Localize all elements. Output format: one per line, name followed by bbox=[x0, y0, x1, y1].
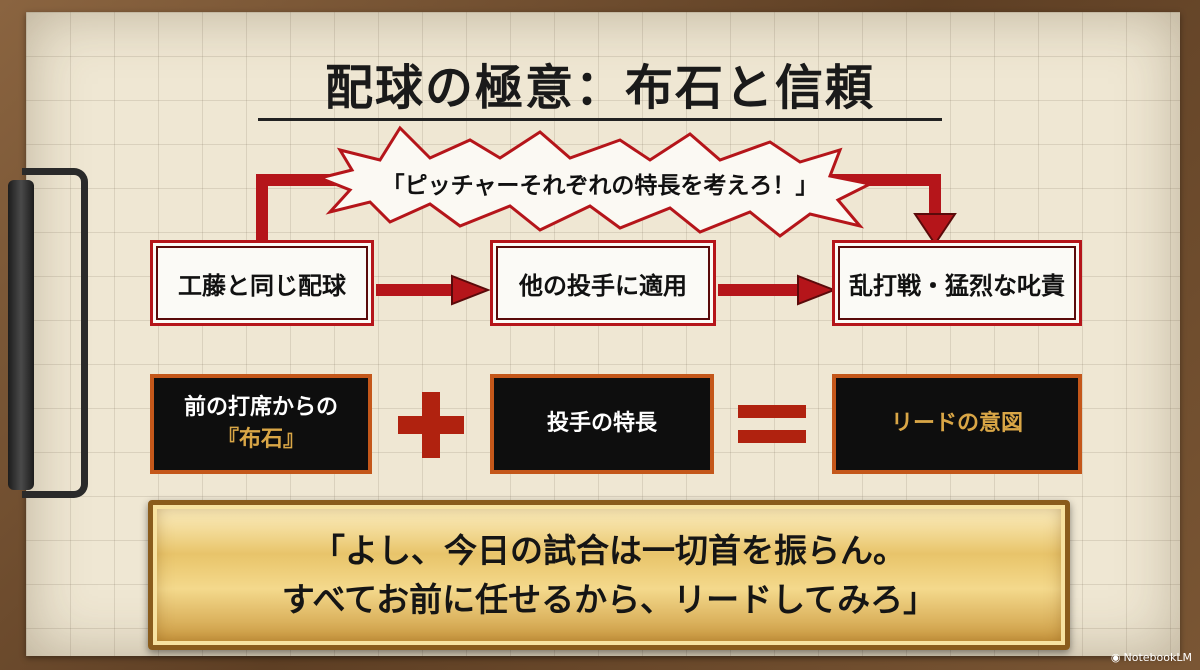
flow-box-2: 他の投手に適用 bbox=[490, 240, 716, 326]
quote-line-1: 「よし、今日の試合は一切首を振らん。 bbox=[312, 530, 906, 570]
flow-arrow-1-head bbox=[451, 274, 491, 306]
title-underline bbox=[258, 118, 942, 121]
clipboard-clip bbox=[22, 168, 88, 498]
flow-box-2-label: 他の投手に適用 bbox=[519, 271, 687, 300]
brand-logo: ◉ NotebookLM bbox=[1111, 651, 1192, 664]
plus-sign-vertical bbox=[422, 392, 440, 458]
flow-box-3: 乱打戦・猛烈な叱責 bbox=[832, 240, 1082, 326]
equation-term-pitcher: 投手の特長 bbox=[490, 374, 714, 474]
brand-label: NotebookLM bbox=[1123, 651, 1192, 664]
equation-term-setup: 前の打席からの 『布石』 bbox=[150, 374, 372, 474]
page-title: 配球の極意：布石と信頼 bbox=[324, 60, 875, 116]
clipboard-bar bbox=[8, 180, 34, 490]
quote-line-2: すべてお前に任せるから、リードしてみろ」 bbox=[281, 580, 937, 619]
quote-banner: 「よし、今日の試合は一切首を振らん。 すべてお前に任せるから、リードしてみろ」 bbox=[148, 500, 1070, 650]
flow-box-3-label: 乱打戦・猛烈な叱責 bbox=[849, 271, 1065, 300]
equation-term-setup-line2: 『布石』 bbox=[216, 427, 305, 452]
callout-text: 「ピッチャーそれぞれの特長を考えろ！」 bbox=[381, 173, 819, 199]
equation-term-pitcher-label: 投手の特長 bbox=[546, 411, 657, 437]
callout-burst bbox=[315, 125, 875, 238]
flow-box-1: 工藤と同じ配球 bbox=[150, 240, 374, 326]
equals-sign-bottom bbox=[738, 430, 806, 443]
equation-result-label: リードの意図 bbox=[890, 411, 1023, 437]
equation-term-setup-line1: 前の打席からの bbox=[183, 395, 338, 421]
feedback-arrow-head bbox=[913, 213, 957, 246]
flow-arrow-2-head bbox=[797, 274, 837, 306]
equals-sign-top bbox=[738, 405, 806, 418]
notebook-icon: ◉ bbox=[1110, 651, 1121, 664]
equation-result: リードの意図 bbox=[832, 374, 1082, 474]
flow-box-1-label: 工藤と同じ配球 bbox=[178, 271, 346, 300]
